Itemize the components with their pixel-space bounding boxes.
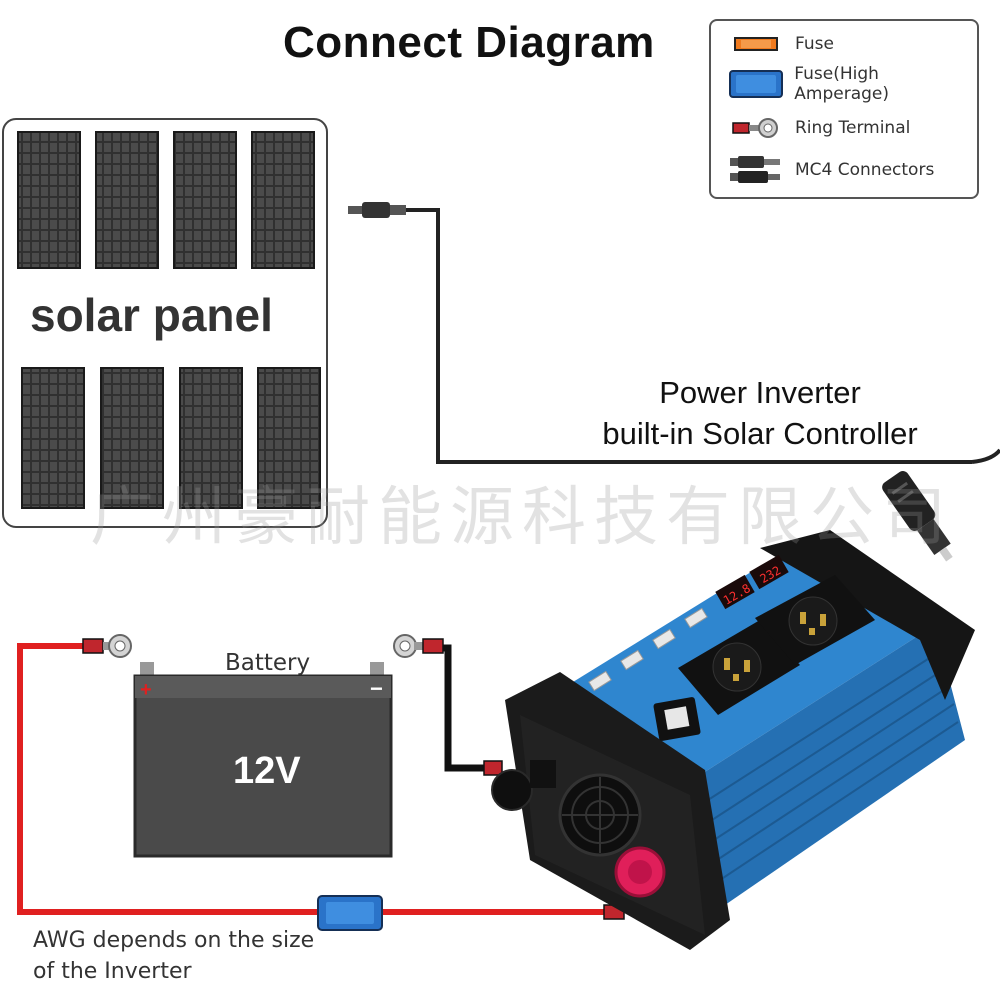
legend-label: Ring Terminal (795, 118, 911, 138)
black-terminal-end (483, 760, 503, 776)
inverter-label: Power Inverter built-in Solar Controller (560, 372, 960, 454)
fuse-icon (723, 29, 789, 59)
minus-sign: − (370, 676, 383, 701)
inverter-label-line1: Power Inverter (659, 375, 861, 410)
inverter-label-line2: built-in Solar Controller (602, 416, 918, 451)
legend-label: MC4 Connectors (795, 160, 935, 180)
mc4-connector (348, 202, 406, 218)
diagram-title: Connect Diagram (283, 18, 655, 67)
awg-note: AWG depends on the size of the Inverter (33, 925, 314, 987)
power-inverter: 12.8 232 (491, 530, 975, 950)
battery-label: Battery (225, 650, 311, 676)
awg-note-line2: of the Inverter (33, 959, 192, 984)
watermark: 广州豪耐能源科技有限公司 (90, 481, 954, 555)
solar-panel-label: solar panel (30, 289, 273, 341)
battery: + − (133, 662, 393, 858)
ring-terminal-negative (393, 634, 444, 658)
plus-sign: + (140, 679, 152, 701)
solar-panel (2, 118, 328, 528)
mc4-connectors-icon (723, 155, 789, 185)
legend-item-ring-terminal: Ring Terminal (723, 113, 910, 143)
cigarette-plug (882, 470, 953, 562)
legend: Fuse Fuse(High Amperage) Ring Terminal M… (709, 19, 979, 199)
legend-label: Fuse (795, 34, 834, 54)
legend-item-mc4-connectors: MC4 Connectors (723, 155, 934, 185)
positive-wire (17, 643, 610, 915)
legend-label: Fuse(High Amperage) (794, 64, 889, 104)
solar-cable (405, 208, 1000, 464)
ring-terminal-icon (723, 113, 789, 143)
negative-wire (432, 644, 492, 772)
battery-voltage: 12V (233, 750, 301, 792)
ring-terminal-positive (82, 634, 132, 658)
high-amperage-fuse-icon (723, 69, 788, 99)
awg-note-line1: AWG depends on the size (33, 928, 315, 953)
legend-item-fuse-high-amperage: Fuse(High Amperage) (723, 64, 977, 104)
solar-cells (17, 131, 321, 509)
high-amperage-fuse (317, 895, 383, 931)
legend-item-fuse: Fuse (723, 29, 834, 59)
